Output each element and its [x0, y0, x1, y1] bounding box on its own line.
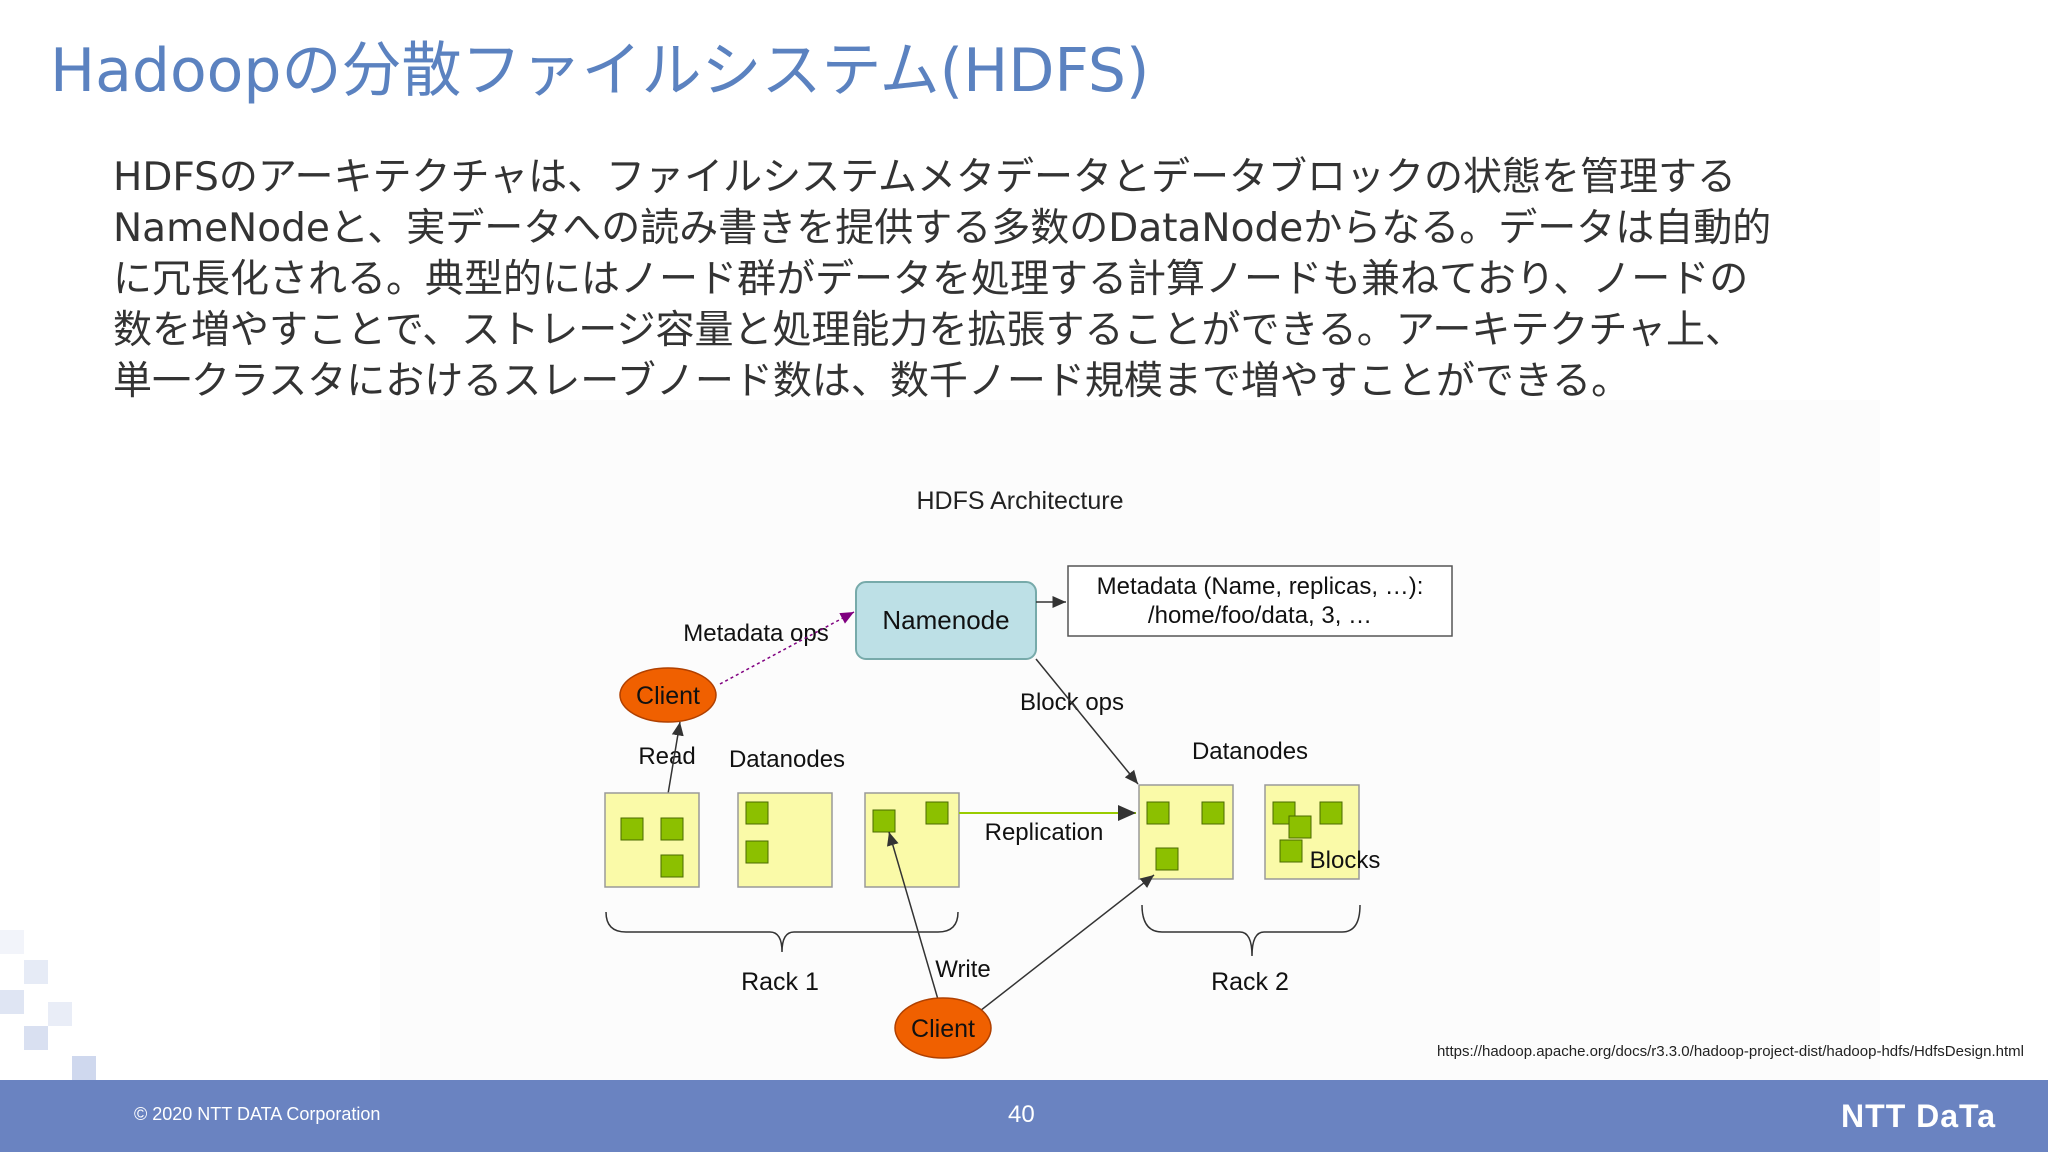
metadata-ops-arrow: [719, 611, 855, 685]
block: [1146, 801, 1170, 825]
block: [745, 801, 769, 825]
body-line: に冗長化される。典型的にはノード群がデータを処理する計算ノードも兼ねており、ノー…: [113, 257, 1749, 302]
block: [620, 817, 644, 841]
namenode-box: [855, 581, 1037, 660]
block: [1279, 839, 1303, 863]
datanode-box: [604, 792, 700, 888]
block: [872, 809, 896, 833]
block-ops-arrow: [1035, 658, 1139, 785]
client-bottom-label: Client: [911, 1015, 975, 1043]
footer-bar: [0, 1080, 2048, 1152]
page-number: 40: [1008, 1101, 1035, 1128]
block: [1155, 847, 1179, 871]
block: [1288, 815, 1312, 839]
copyright: © 2020 NTT DATA Corporation: [134, 1104, 381, 1124]
hdfs-architecture-diagram: HDFS Architecture Namenode Metadata (Nam…: [604, 487, 1453, 1059]
client-top: [619, 667, 717, 723]
namenode-label: Namenode: [882, 605, 1009, 635]
datanode-box: [1138, 784, 1234, 880]
body-line: HDFSのアーキテクチャは、ファイルシステムメタデータとデータブロックの状態を管…: [113, 155, 1736, 200]
write-arrow-to-rack1: [887, 831, 945, 1021]
block: [660, 854, 684, 878]
datanode-box: [1264, 784, 1360, 880]
block: [745, 840, 769, 864]
datanode-box: [737, 792, 833, 888]
body-line: 単一クラスタにおけるスレーブノード数は、数千ノード規模まで増やすことができる。: [113, 359, 1631, 404]
block: [1319, 801, 1343, 825]
block: [660, 817, 684, 841]
read-arrow: [667, 721, 684, 795]
source-url: https://hadoop.apache.org/docs/r3.3.0/ha…: [1436, 1043, 2024, 1060]
rack1-label: Rack 1: [741, 968, 819, 996]
ntt-data-logo: NTT DaTa: [1841, 1098, 1996, 1134]
replication-label: Replication: [985, 819, 1104, 846]
metadata-box: [1067, 565, 1453, 637]
rack2-brace: [1141, 904, 1361, 957]
read-label: Read: [638, 743, 695, 770]
slide-body: HDFSのアーキテクチャは、ファイルシステムメタデータとデータブロックの状態を管…: [113, 152, 1943, 407]
slide-title: Hadoopの分散ファイルシステム(HDFS): [50, 36, 1150, 106]
metadata-line-2: /home/foo/data, 3, …: [1148, 602, 1372, 629]
rack2-label: Rack 2: [1211, 968, 1289, 996]
datanodes-left-label: Datanodes: [729, 746, 845, 773]
decorative-mosaic: [0, 930, 120, 1080]
blocks-label: Blocks: [1310, 847, 1381, 874]
write-label: Write: [935, 956, 991, 983]
metadata-ops-label: Metadata ops: [683, 620, 828, 647]
body-line: NameNodeと、実データへの読み書きを提供する多数のDataNodeからなる…: [113, 206, 1772, 251]
body-line: 数を増やすことで、ストレージ容量と処理能力を拡張することができる。アーキテクチャ…: [113, 308, 1744, 353]
datanodes-right-label: Datanodes: [1192, 738, 1308, 765]
block: [1201, 801, 1225, 825]
diagram-title: HDFS Architecture: [916, 487, 1123, 515]
client-bottom: [894, 997, 992, 1059]
metadata-line-1: Metadata (Name, replicas, …):: [1097, 573, 1424, 600]
write-arrow-to-rack2: [961, 874, 1155, 1026]
client-top-label: Client: [636, 682, 700, 710]
rack1-brace: [605, 911, 959, 953]
block: [925, 801, 949, 825]
diagram-background: [380, 400, 1880, 1080]
